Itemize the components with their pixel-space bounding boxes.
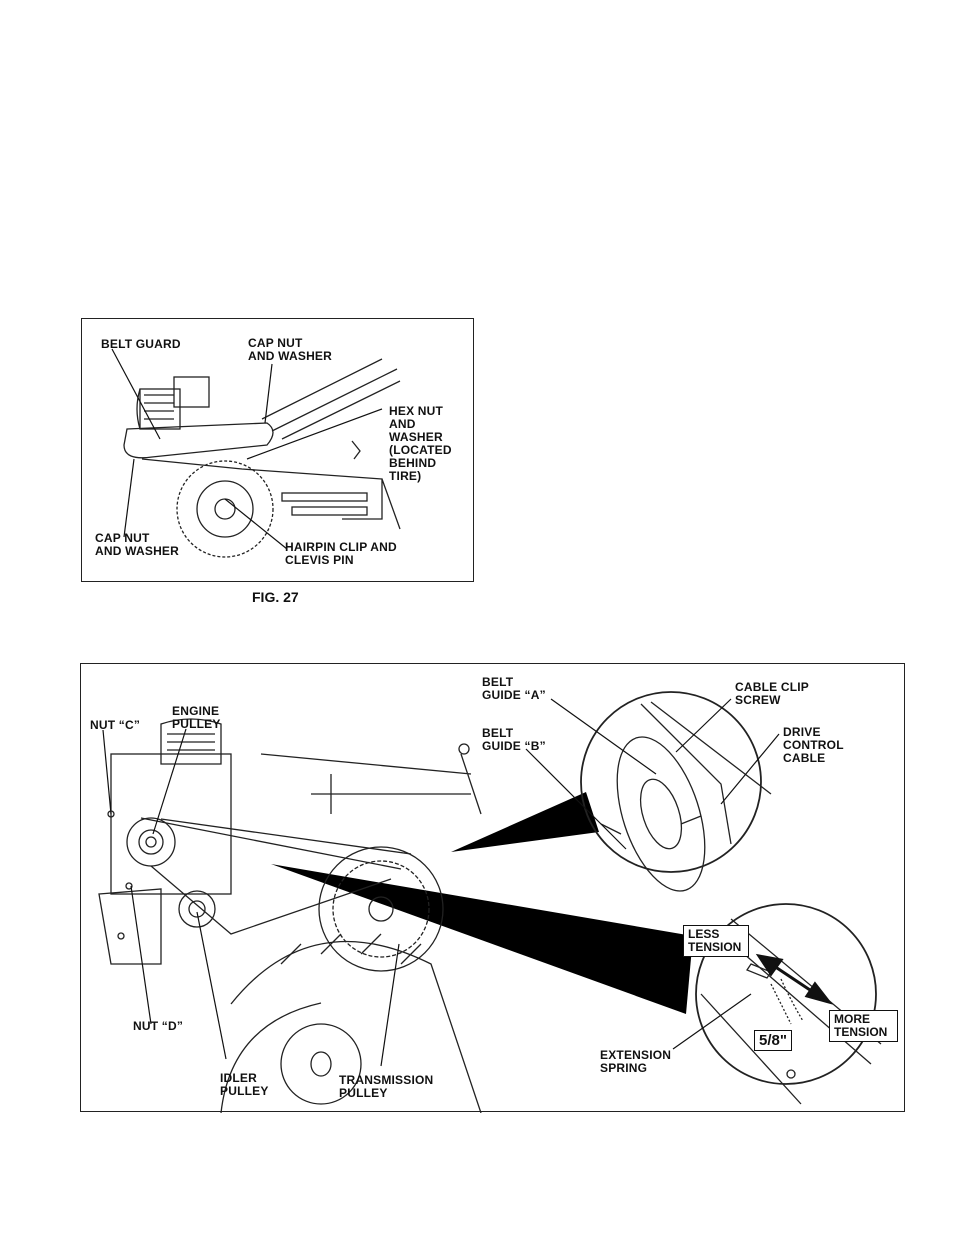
- label-measurement: 5/8": [754, 1030, 792, 1051]
- label-hairpin-clip: HAIRPIN CLIP AND CLEVIS PIN: [285, 540, 397, 567]
- label-nut-c: NUT “C”: [90, 718, 141, 732]
- label-belt-guard: BELT GUARD: [101, 337, 181, 351]
- label-more-tension: MORE TENSION: [829, 1010, 898, 1042]
- label-idler-pulley: IDLER PULLEY: [220, 1071, 269, 1098]
- label-engine-pulley: ENGINE PULLEY: [172, 704, 221, 731]
- label-belt-guide-b: BELT GUIDE “B”: [482, 726, 546, 753]
- label-less-tension: LESS TENSION: [683, 925, 749, 957]
- figure-27-caption: FIG. 27: [252, 589, 299, 605]
- label-extension-spring: EXTENSION SPRING: [600, 1048, 672, 1075]
- label-nut-d: NUT “D”: [133, 1019, 184, 1033]
- belt-drive-illustration: [98, 691, 882, 1113]
- figure-27: BELT GUARD CAP NUT AND WASHER HEX NUT AN…: [81, 318, 474, 582]
- label-cap-nut-bottom: CAP NUT AND WASHER: [95, 531, 180, 558]
- label-hex-nut: HEX NUT AND WASHER (LOCATED BEHIND TIRE): [389, 404, 452, 483]
- tiller-side-illustration: [111, 348, 401, 558]
- label-drive-control-cable: DRIVE CONTROL CABLE: [783, 725, 844, 765]
- figure-belt-adjustment: NUT “C” ENGINE PULLEY BELT GUIDE “A” BEL…: [80, 663, 905, 1113]
- label-cable-clip-screw: CABLE CLIP SCREW: [735, 680, 809, 707]
- label-belt-guide-a: BELT GUIDE “A”: [482, 675, 546, 702]
- label-cap-nut-top: CAP NUT AND WASHER: [248, 336, 333, 363]
- label-transmission-pulley: TRANSMISSION PULLEY: [339, 1073, 434, 1100]
